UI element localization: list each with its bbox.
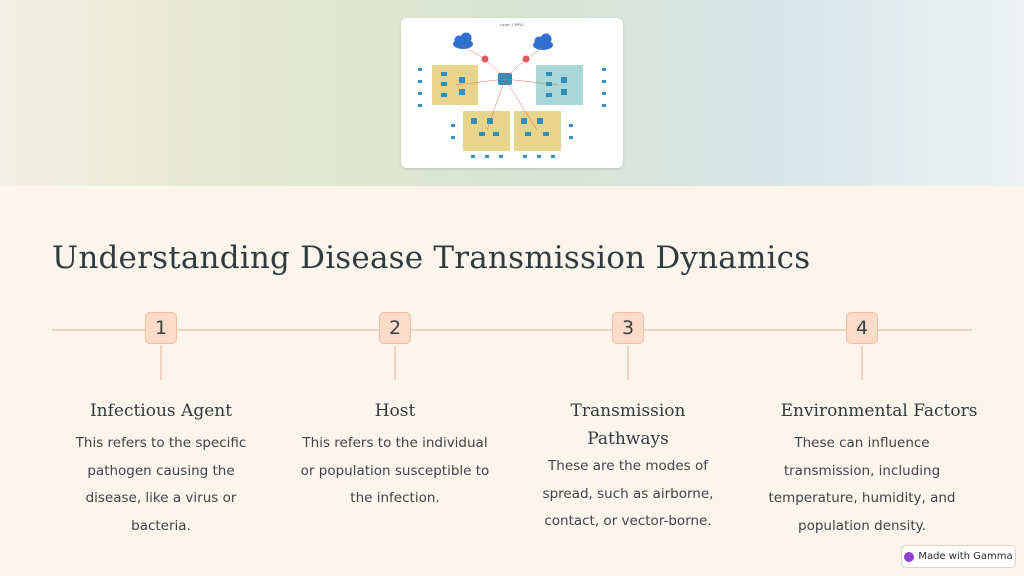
made-with-gamma-badge[interactable]: Made with Gamma xyxy=(901,545,1016,568)
step-4-connector xyxy=(861,346,863,380)
step-1-number-badge: 1 xyxy=(145,312,177,344)
hero-banner: Layer 3 MPLS xyxy=(0,0,1024,186)
zone-box xyxy=(514,111,561,151)
made-with-gamma-label: Made with Gamma xyxy=(918,551,1013,562)
step-1-title: Infectious Agent xyxy=(89,401,233,421)
step-4-title: Environmental Factors xyxy=(780,401,978,421)
step-2-title: Host xyxy=(374,401,416,421)
step-3-description: These are the modes of spread, such as a… xyxy=(542,458,714,529)
step-4-number-badge: 4 xyxy=(846,312,878,344)
cloud-icon xyxy=(533,33,553,50)
diagram-caption: Layer 3 MPLS xyxy=(500,23,524,27)
gamma-logo-icon xyxy=(904,551,915,562)
zone-box xyxy=(536,65,583,105)
timeline-line xyxy=(52,329,972,331)
step-2-number-badge: 2 xyxy=(379,312,411,344)
step-1-description: This refers to the specific pathogen cau… xyxy=(75,435,247,534)
step-3-connector xyxy=(627,346,629,380)
zone-box xyxy=(463,111,510,151)
zone-box xyxy=(432,65,478,105)
network-diagram-image: Layer 3 MPLS xyxy=(401,18,623,168)
step-4-description: These can influence transmission, includ… xyxy=(768,435,956,534)
endpoint-icons xyxy=(418,68,606,158)
cloud-icon xyxy=(453,32,473,49)
step-2-description: This refers to the individual or populat… xyxy=(300,435,490,506)
step-3-title: Transmission Pathways xyxy=(570,401,686,449)
step-1-connector xyxy=(160,346,162,380)
step-3-number-badge: 3 xyxy=(612,312,644,344)
page-title: Understanding Disease Transmission Dynam… xyxy=(52,240,811,276)
device-icons xyxy=(441,72,567,136)
step-2-connector xyxy=(394,346,396,380)
network-diagram: Layer 3 MPLS xyxy=(418,23,606,158)
